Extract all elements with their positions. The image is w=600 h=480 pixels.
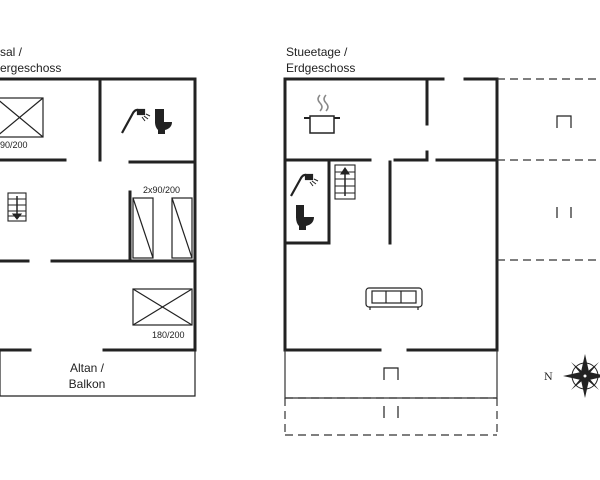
bed-icon bbox=[0, 97, 44, 138]
toilet-icon bbox=[296, 205, 314, 230]
balcony-label-line1: Altan / bbox=[69, 361, 105, 375]
stairs-up-icon bbox=[334, 164, 356, 200]
upper-floor-balcony bbox=[0, 349, 196, 397]
upper-floor-title-line1: sal / bbox=[0, 45, 23, 59]
door-icon bbox=[383, 115, 572, 418]
ground-floor-walls bbox=[283, 77, 499, 352]
upper-floor-title-line2: ergeschoss bbox=[0, 61, 62, 75]
bed-icon bbox=[132, 288, 193, 326]
toilet-icon bbox=[155, 109, 172, 134]
ground-floor-title-line2: Erdgeschoss bbox=[286, 61, 356, 75]
upper-floor-walls bbox=[0, 77, 197, 352]
stairs-down-icon bbox=[7, 192, 27, 222]
sofa-icon bbox=[365, 287, 423, 310]
shower-icon bbox=[290, 173, 319, 197]
compass-north-label: N bbox=[544, 372, 553, 383]
bed-size-label: 2x90/200 bbox=[143, 185, 181, 195]
ground-floor-title-line1: Stueetage / bbox=[286, 45, 348, 59]
balcony-label-line2: Balkon bbox=[68, 377, 106, 391]
compass-rose-icon bbox=[563, 354, 600, 398]
shower-icon bbox=[121, 108, 151, 134]
bed-size-label: 180/200 bbox=[152, 330, 185, 340]
bed-icon bbox=[132, 197, 193, 259]
bed-size-label: 90/200 bbox=[0, 140, 28, 150]
stove-pot-icon bbox=[304, 94, 340, 134]
